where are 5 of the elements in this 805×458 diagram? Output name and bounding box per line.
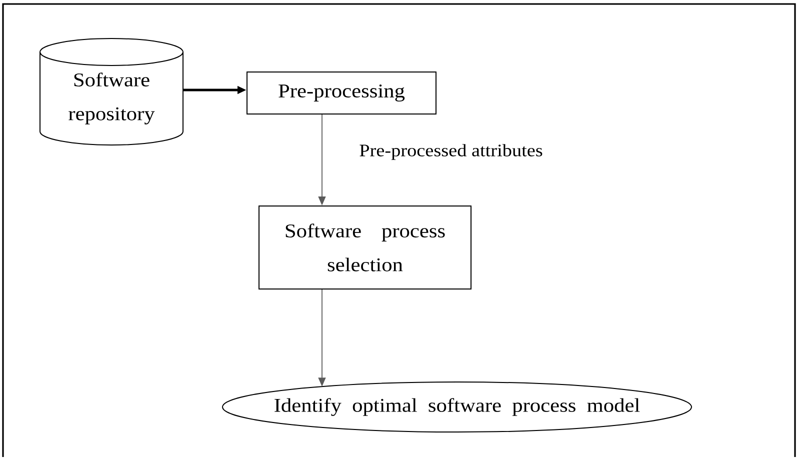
process-box: Software process selection	[258, 206, 472, 290]
database-cylinder: Software repository	[40, 38, 184, 146]
process-box: Pre-processing	[246, 72, 436, 114]
edge-label: Pre-processed attributes	[358, 143, 544, 161]
node-label: Software repository	[68, 72, 155, 124]
